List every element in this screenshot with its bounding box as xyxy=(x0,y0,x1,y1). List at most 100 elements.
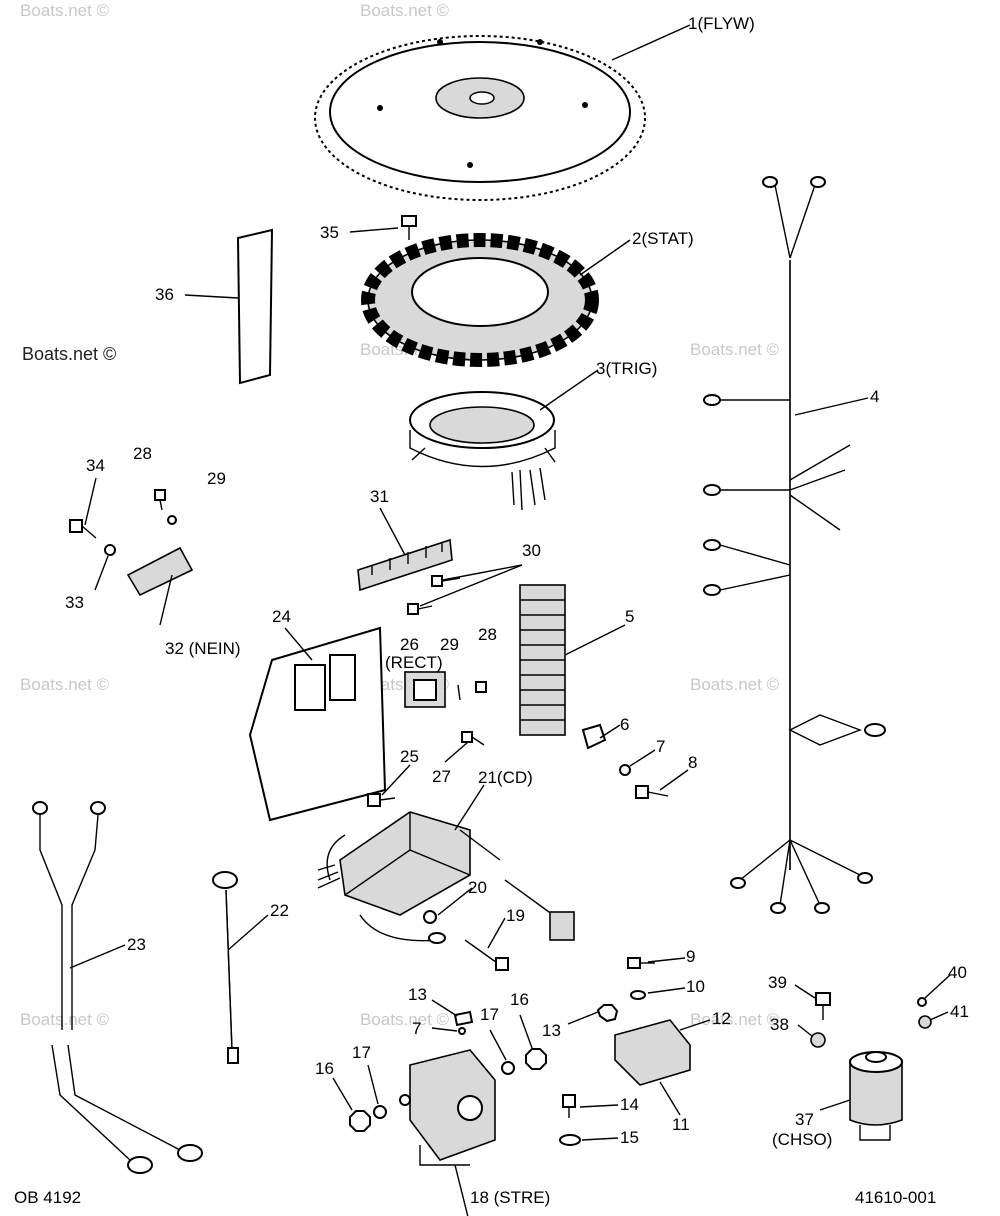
starter-solenoid-18 xyxy=(399,1049,496,1166)
callout-24: 24 xyxy=(272,607,291,626)
callout-28a: 28 xyxy=(133,444,152,463)
callout-3: 3(TRIG) xyxy=(596,359,657,378)
choke-solenoid-37 xyxy=(849,1051,903,1141)
callout-25: 25 xyxy=(400,747,419,766)
screw-28b xyxy=(475,681,487,693)
rectifier-26 xyxy=(404,671,446,708)
callout-26: 26 xyxy=(400,635,419,654)
clip-6 xyxy=(581,723,607,750)
screw-30 xyxy=(407,575,461,615)
callout-16a: 16 xyxy=(315,1059,334,1078)
screw-27 xyxy=(461,731,485,746)
screw-35 xyxy=(401,215,417,240)
washer-15 xyxy=(559,1134,581,1146)
regulator-12 xyxy=(614,1019,691,1086)
washer-33 xyxy=(104,544,116,556)
callout-35: 35 xyxy=(320,223,339,242)
callout-38: 38 xyxy=(770,1015,789,1034)
callout-22: 22 xyxy=(270,901,289,920)
callout-labels: 1(FLYW) 35 2(STAT) 36 3(TRIG) 4 34 28 29… xyxy=(65,14,969,1207)
callout-40: 40 xyxy=(948,963,967,982)
callout-15: 15 xyxy=(620,1128,639,1147)
watermark: Boats.net © xyxy=(20,1010,110,1029)
screw-28a xyxy=(154,489,166,511)
screw-8 xyxy=(635,785,669,799)
nut-41 xyxy=(918,1015,932,1029)
trigger xyxy=(409,391,556,511)
callout-17b: 17 xyxy=(480,1005,499,1024)
callout-41: 41 xyxy=(950,1002,969,1021)
callout-12: 12 xyxy=(712,1009,731,1028)
callout-18: 18 (STRE) xyxy=(470,1188,550,1207)
callout-14: 14 xyxy=(620,1095,639,1114)
callout-16b: 16 xyxy=(510,990,529,1009)
nut-13a xyxy=(453,1010,474,1027)
ground-strap-22 xyxy=(212,871,239,1064)
watermark: Boats.net © xyxy=(20,1,110,20)
screw-34 xyxy=(69,519,97,539)
washer-40 xyxy=(917,997,927,1007)
watermark: Boats.net © xyxy=(690,340,780,359)
callout-31: 31 xyxy=(370,487,389,506)
callout-26-sub: (RECT) xyxy=(385,653,443,672)
callout-7a: 7 xyxy=(656,737,665,756)
callout-8: 8 xyxy=(688,753,697,772)
washer-7b xyxy=(458,1027,466,1035)
stator xyxy=(361,233,599,367)
callout-17a: 17 xyxy=(352,1043,371,1062)
figure-code: OB 4192 xyxy=(14,1188,81,1207)
callout-34: 34 xyxy=(86,456,105,475)
callout-13a: 13 xyxy=(408,985,427,1004)
plate-window xyxy=(329,654,356,701)
nut-13b xyxy=(596,1004,619,1023)
watermark: Boats.net © xyxy=(360,1,450,20)
callout-33: 33 xyxy=(65,593,84,612)
screw-39 xyxy=(815,992,831,1020)
watermark: Boats.net © xyxy=(360,1010,450,1029)
neutral-switch-32 xyxy=(126,546,194,597)
callout-37: 37 xyxy=(795,1110,814,1129)
decal-36 xyxy=(236,228,274,385)
callout-13b: 13 xyxy=(542,1021,561,1040)
leader-lines xyxy=(69,24,951,1216)
washer-17a xyxy=(373,1105,387,1119)
cd-module-21 xyxy=(317,811,575,944)
callout-30: 30 xyxy=(522,541,541,560)
callout-19: 19 xyxy=(506,906,525,925)
nut-38 xyxy=(810,1032,826,1048)
callout-28b: 28 xyxy=(478,625,497,644)
callout-6: 6 xyxy=(620,715,629,734)
terminal-block-5 xyxy=(519,584,566,736)
watermark-dark: Boats.net © xyxy=(22,344,116,364)
screw-9 xyxy=(627,957,655,969)
callout-4: 4 xyxy=(870,387,879,406)
washer-29a xyxy=(167,515,177,525)
callout-20: 20 xyxy=(468,878,487,897)
flywheel xyxy=(314,35,646,201)
battery-cables-23 xyxy=(32,801,203,1174)
callout-29b: 29 xyxy=(440,635,459,654)
screw-29b xyxy=(457,684,461,701)
callout-21: 21(CD) xyxy=(478,768,533,787)
callout-37-sub: (CHSO) xyxy=(772,1130,832,1149)
callout-10: 10 xyxy=(686,977,705,996)
plate-window xyxy=(294,664,326,711)
watermark: Boats.net © xyxy=(690,675,780,694)
callout-29a: 29 xyxy=(207,469,226,488)
plate-24 xyxy=(248,626,387,822)
terminal-strip-31 xyxy=(357,538,453,592)
callout-7b: 7 xyxy=(412,1019,421,1038)
washer-7 xyxy=(619,764,631,776)
callout-2: 2(STAT) xyxy=(632,229,694,248)
callout-11: 11 xyxy=(672,1115,690,1134)
nut-16b xyxy=(525,1048,547,1070)
callout-39: 39 xyxy=(768,973,787,992)
callout-9: 9 xyxy=(686,947,695,966)
part-number: 41610-001 xyxy=(855,1188,936,1207)
washer-10 xyxy=(630,990,646,1000)
callout-36: 36 xyxy=(155,285,174,304)
screw-19 xyxy=(464,939,509,971)
callout-27: 27 xyxy=(432,767,451,786)
